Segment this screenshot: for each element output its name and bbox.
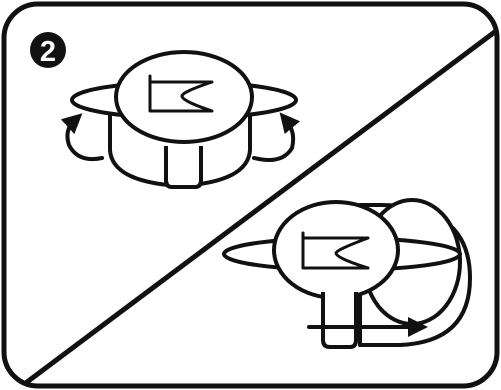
- device-slide-illustration: [222, 198, 472, 349]
- step-number-badge: 2: [30, 32, 66, 68]
- slot-symbol-2: [301, 231, 370, 270]
- curved-arrow-left-icon: [60, 113, 104, 162]
- curved-arrow-right-icon: [252, 112, 301, 162]
- device-clip-2: [321, 292, 358, 349]
- step-number: 2: [40, 36, 56, 68]
- slot-symbol: [148, 74, 214, 113]
- device-clip: [164, 146, 203, 189]
- diagonal-divider: [24, 28, 499, 385]
- device-rotate-illustration: [60, 50, 301, 189]
- device-cap: [114, 50, 254, 144]
- device-cap-2: [272, 200, 400, 300]
